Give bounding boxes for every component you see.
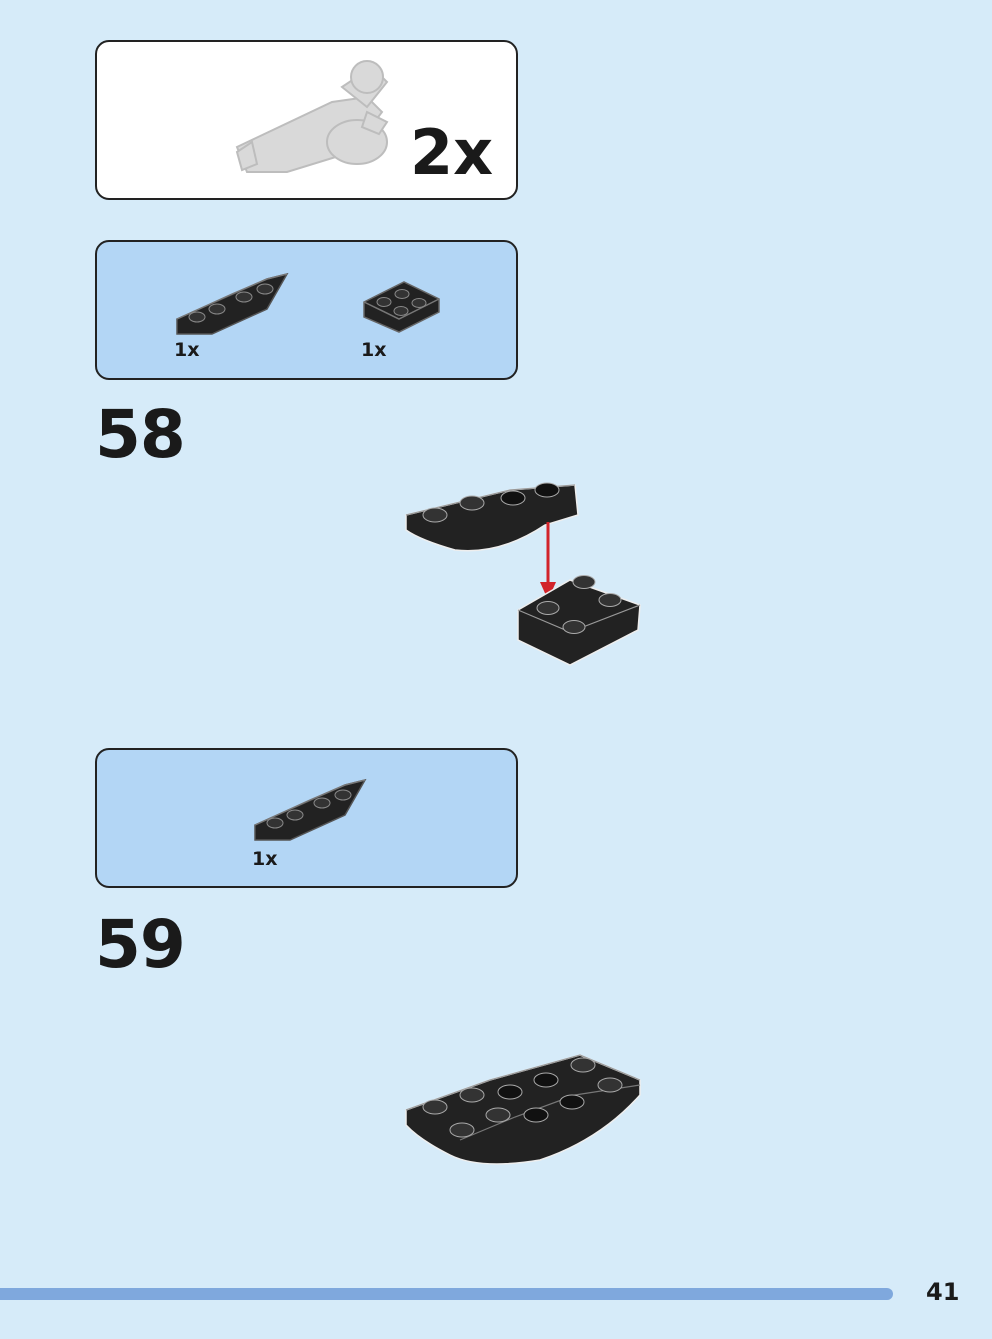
step58-parts-list: 1x 1x xyxy=(95,240,518,380)
curved-slope-brick-icon xyxy=(254,778,367,841)
assembly-arrow-icon xyxy=(540,522,556,600)
step59-parts-list: 1x xyxy=(95,748,518,888)
step59-assembly-illustration xyxy=(405,1054,641,1165)
subassembly-multiplier: 2x xyxy=(410,116,494,189)
step-number-59: 59 xyxy=(95,906,186,983)
inverted-slope-2x2-icon xyxy=(363,281,440,333)
step58-part1-quantity: 1x xyxy=(174,339,200,361)
footer-bar xyxy=(0,1288,893,1300)
inverted-slope-2x2-illustration xyxy=(517,575,641,666)
step58-assembly-illustration xyxy=(405,482,641,666)
curved-slope-brick-icon xyxy=(176,272,289,335)
subassembly-preview-icon xyxy=(235,60,389,173)
subassembly-callout: 2x xyxy=(95,40,518,200)
step58-part2-quantity: 1x xyxy=(361,339,387,361)
step59-part1-quantity: 1x xyxy=(252,848,278,870)
curved-slope-brick-illustration xyxy=(405,482,579,552)
step-number-58: 58 xyxy=(95,396,186,473)
page-number: 41 xyxy=(926,1278,960,1306)
